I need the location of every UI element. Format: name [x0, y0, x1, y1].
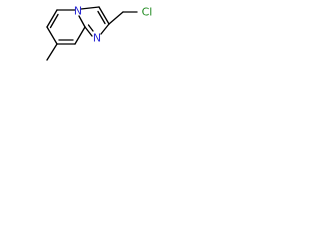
bond-c2-n1	[100, 23, 110, 35]
bond-n1-c8a	[84, 26, 93, 37]
bond-c5-c6-double	[49, 13, 59, 29]
bond-c2-ch2	[108, 11, 124, 25]
bond-c7-methyl	[46, 43, 58, 61]
atom-label-chlorine: Cl	[142, 6, 153, 19]
imidazole-ring	[80, 6, 110, 37]
chemical-structure: N N Cl	[46, 5, 153, 61]
bond-n1-c8a-double	[87, 24, 94, 32]
bond-c3-c2-double	[97, 10, 106, 25]
atom-label-n-imidazole: N	[93, 32, 101, 45]
atom-label-n-bridgehead: N	[74, 5, 82, 18]
substituents	[46, 11, 138, 61]
bond-c8-c8a	[74, 26, 86, 45]
bond-c8a-n4	[78, 15, 86, 28]
bond-c5-c6	[46, 9, 58, 28]
bond-n4-c3	[80, 6, 100, 10]
bond-c3-c2	[98, 6, 110, 25]
bond-c6-c7	[46, 26, 58, 45]
pyridine-ring	[46, 9, 86, 45]
